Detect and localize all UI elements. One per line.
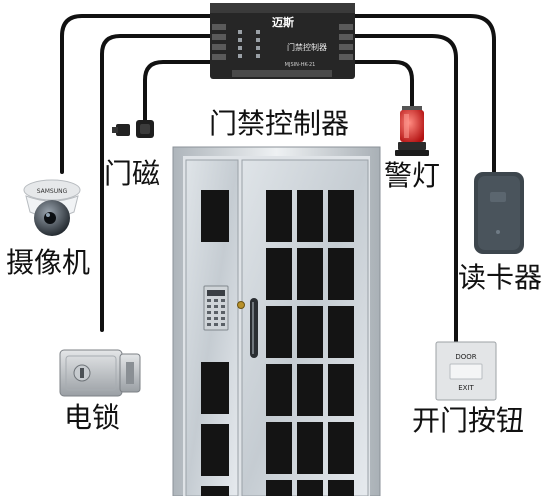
right-leaf-windows bbox=[266, 190, 354, 496]
terminal-block-left bbox=[212, 24, 226, 60]
controller-brand: 迈斯 bbox=[272, 15, 294, 29]
door-keypad bbox=[203, 285, 229, 331]
controller-name: 门禁控制器 bbox=[287, 42, 327, 52]
camera-brand: SAMSUNG bbox=[37, 188, 68, 195]
door-sensor-device bbox=[112, 120, 154, 138]
card-reader-device bbox=[474, 172, 524, 254]
alarm-light-device bbox=[395, 106, 429, 156]
camera-device: SAMSUNG bbox=[23, 179, 81, 236]
exit-button-top-text: DOOR bbox=[455, 353, 476, 361]
cable-card-reader bbox=[353, 14, 496, 174]
exit-button-device: DOOR EXIT bbox=[435, 341, 497, 401]
label-exit-button: 开门按钮 bbox=[412, 404, 525, 437]
left-leaf-windows bbox=[201, 190, 229, 496]
door-handle bbox=[237, 298, 258, 358]
cable-exit-button bbox=[353, 34, 458, 347]
label-door-sensor: 门磁 bbox=[104, 157, 161, 190]
label-card-reader: 读卡器 bbox=[458, 261, 543, 294]
label-controller: 门禁控制器 bbox=[208, 107, 349, 140]
terminal-block-right bbox=[339, 24, 353, 60]
label-alarm-light: 警灯 bbox=[384, 159, 441, 192]
controller-model: MJSIN-HK-21 bbox=[285, 62, 316, 68]
cable-camera bbox=[60, 14, 212, 174]
double-door bbox=[172, 146, 381, 496]
label-electric-lock: 电锁 bbox=[64, 401, 121, 434]
cable-lock bbox=[100, 34, 212, 332]
terminal-block-bottom bbox=[232, 70, 332, 77]
cable-door-sensor bbox=[143, 60, 212, 122]
status-leds bbox=[238, 30, 260, 58]
label-camera: 摄像机 bbox=[6, 246, 91, 279]
exit-button-bottom-text: EXIT bbox=[458, 384, 474, 392]
access-controller: 迈斯 门禁控制器 MJSIN-HK-21 bbox=[210, 3, 355, 79]
electric-lock-device bbox=[59, 349, 141, 397]
cables bbox=[60, 14, 496, 347]
cable-alarm-light bbox=[353, 60, 414, 110]
